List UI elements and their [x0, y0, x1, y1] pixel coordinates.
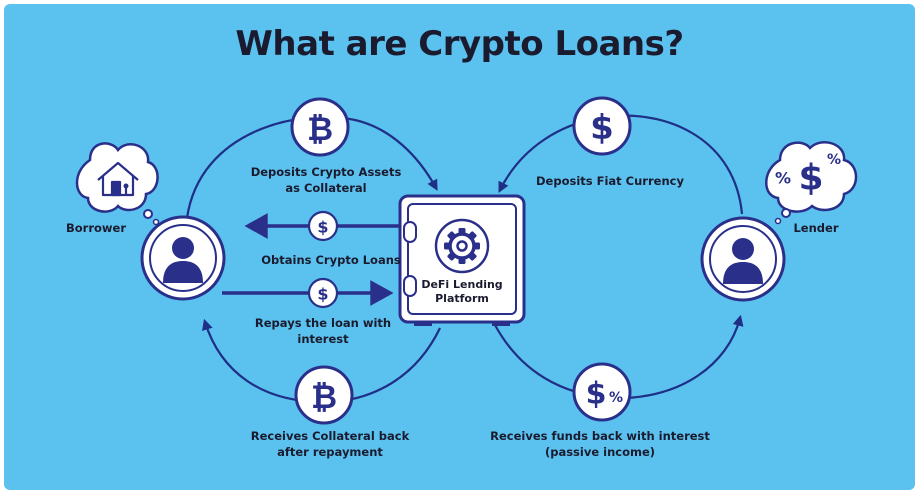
step-label-deposit-fiat: Deposits Fiat Currency [536, 174, 684, 188]
step-label-obtain-loans: Obtains Crypto Loans [261, 253, 401, 267]
lender-thought-bubble: % $ % [765, 141, 858, 225]
vault-hinge-bottom [403, 275, 417, 297]
bitcoin-icon: ₿ [290, 97, 350, 157]
person-icon [723, 238, 763, 284]
bitcoin-glyph-top: ₿ [307, 110, 333, 148]
lender-avatar [700, 216, 786, 302]
dollar-icon: $ [307, 277, 339, 309]
step-label-repay-loan: Repays the loan with interest [254, 316, 392, 346]
step-label-receive-collateral: Receives Collateral back after repayment [250, 429, 410, 459]
lender-thought-percent-right: % [827, 152, 841, 168]
page-title: What are Crypto Loans? [235, 24, 684, 64]
bitcoin-icon: ₿ [294, 365, 354, 425]
gear-icon [444, 228, 480, 264]
percent-glyph-funds: % [609, 390, 623, 406]
step-label-receive-funds: Receives funds back with interest (passi… [490, 429, 710, 459]
platform-label: DeFi Lending Platform [421, 278, 503, 305]
arrow-obtain-loans-head [244, 213, 268, 239]
dollar-icon: $ [307, 210, 339, 242]
dollar-glyph-funds: $ [586, 377, 607, 412]
defi-platform-vault [398, 194, 526, 326]
lender-thought-percent-left: % [775, 169, 791, 188]
dollar-percent-icon: $ % [572, 362, 632, 422]
house-icon [97, 161, 139, 197]
person-icon [163, 237, 203, 283]
vault-hinge-top [403, 221, 417, 243]
dollar-glyph-obtain: $ [317, 218, 328, 237]
dollar-icon: $ [572, 96, 632, 156]
borrower-label: Borrower [65, 221, 126, 235]
lender-label: Lender [793, 221, 839, 235]
vault-foot-right [492, 322, 510, 326]
step-label-deposit-crypto: Deposits Crypto Assets as Collateral [250, 165, 402, 195]
borrower-avatar [140, 215, 226, 301]
dollar-glyph-repay: $ [317, 285, 328, 304]
dollar-glyph-fiat: $ [590, 108, 614, 148]
vault-foot-left [414, 322, 432, 326]
dollar-percent-icon: % $ % [775, 152, 841, 199]
arrow-repay-head [370, 280, 394, 306]
borrower-thought-bubble [75, 142, 160, 226]
lender-thought-dollar: $ [798, 158, 823, 199]
bitcoin-glyph-bottom: ₿ [311, 378, 337, 416]
